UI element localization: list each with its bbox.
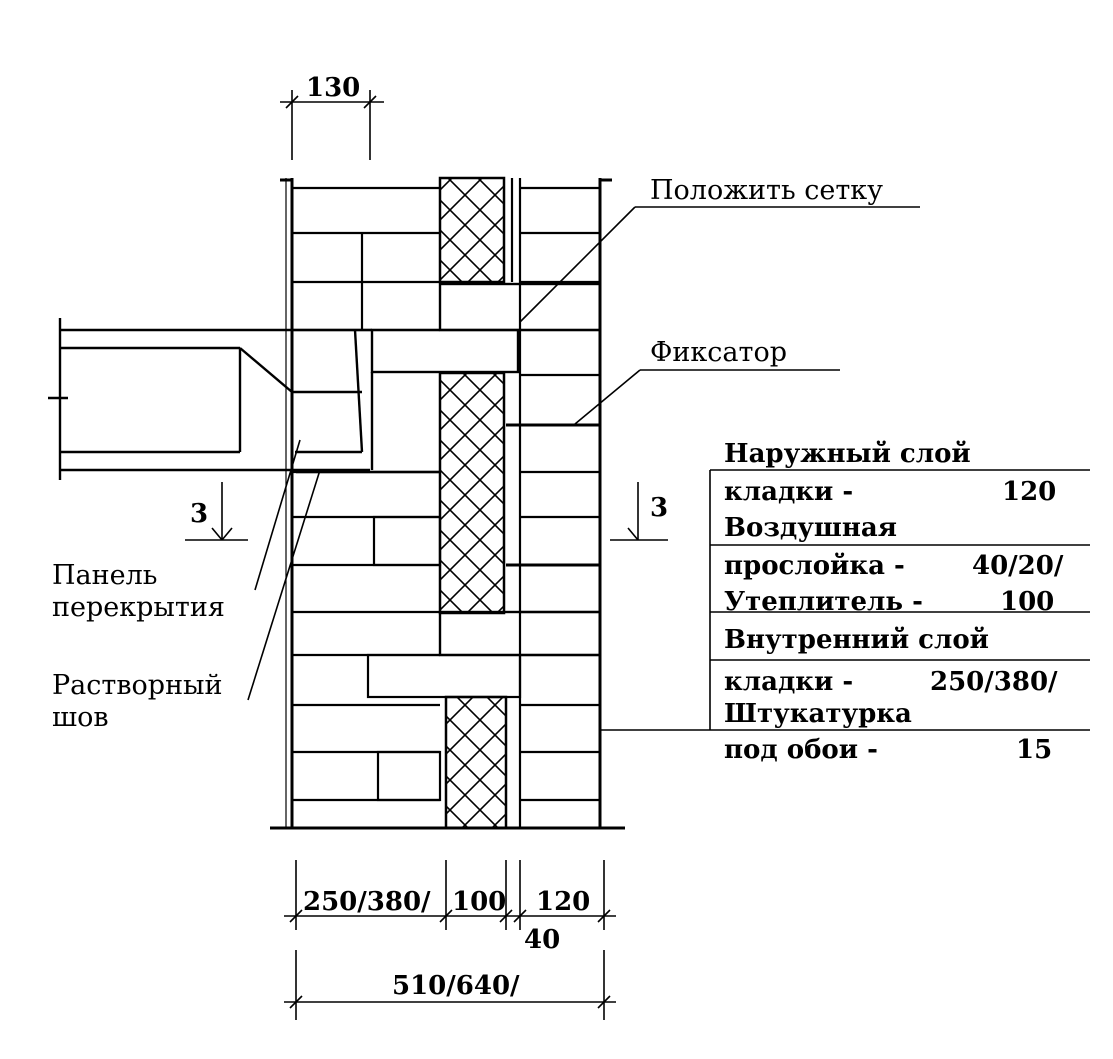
table-row-name: под обои - [724, 735, 878, 765]
table-row-title: Внутренний слой [724, 625, 989, 655]
dim-air-gap: 40 [524, 925, 560, 955]
table-row-name: Утеплитель - [724, 587, 923, 617]
callout-mesh: Положить сетку [650, 175, 883, 206]
table-row-value: 40/20/ [972, 551, 1064, 581]
table-row-value: 120 [1002, 477, 1056, 507]
table-row-value: 100 [1000, 587, 1054, 617]
insulation [438, 176, 508, 830]
callout-mortar-joint-line2: шов [52, 702, 109, 733]
table-row-value: 15 [1016, 735, 1052, 765]
callout-mortar-joint-line1: Растворный [52, 670, 223, 701]
table-row-title: Наружный слой [724, 439, 971, 469]
layers-table: Наружный слой кладки - 120 Воздушная про… [724, 439, 1064, 765]
section-mark-left: 3 [190, 499, 208, 529]
table-row-title: Воздушная [724, 513, 897, 543]
callout-fixator: Фиксатор [650, 337, 787, 368]
outer-brick-courses [510, 178, 600, 828]
dim-top-width: 130 [306, 73, 360, 103]
table-row-name: кладки - [724, 477, 853, 507]
tie-bricks [370, 282, 602, 657]
layers-table-lines [600, 469, 1090, 731]
floor-panel [48, 318, 440, 480]
dimension-lines [280, 90, 616, 1020]
dim-inner-layer: 250/380/ [303, 887, 431, 917]
dim-total: 510/640/ [392, 971, 520, 1001]
section-marks [185, 482, 668, 541]
table-row-name: прослойка - [724, 551, 905, 581]
dim-insulation: 100 [452, 887, 506, 917]
callout-floor-panel-line1: Панель [52, 560, 157, 591]
table-row-value: 250/380/ [930, 667, 1058, 697]
table-row-name: кладки - [724, 667, 853, 697]
leader-lines [247, 206, 920, 701]
section-mark-right: 3 [650, 493, 668, 523]
table-row-title: Штукатурка [724, 699, 912, 729]
dim-outer-layer: 120 [536, 887, 590, 917]
fixator-ties [506, 423, 600, 567]
callout-floor-panel-line2: перекрытия [52, 592, 225, 623]
